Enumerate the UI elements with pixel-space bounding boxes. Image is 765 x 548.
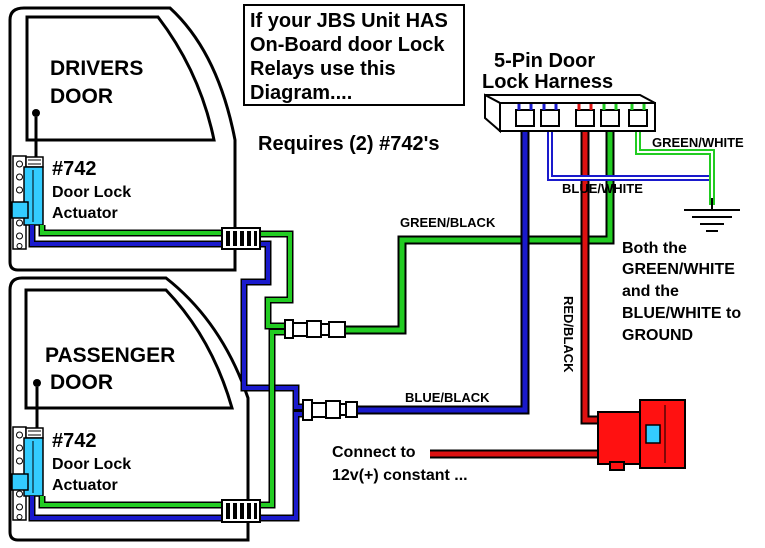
note-line-4: Diagram....: [250, 82, 352, 104]
blue-bullet-connector: [302, 399, 358, 421]
passenger-lock-knob-icon: [33, 379, 41, 387]
fuse-blade-icon: [645, 424, 661, 444]
ground-note-line-3: and the: [622, 283, 679, 300]
passenger-door-window: [24, 288, 234, 410]
drivers-part-number: #742: [52, 158, 97, 180]
label-green-white: GREEN/WHITE: [652, 135, 744, 150]
note-box: If your JBS Unit HAS On-Board door Lock …: [243, 4, 465, 106]
ground-note-line-4: BLUE/WHITE to: [622, 305, 741, 322]
drivers-inline-connector: [221, 227, 261, 250]
note-line-2: On-Board door Lock: [250, 34, 445, 56]
drivers-door: DRIVERS DOOR #742 Door Lock Actuator: [8, 6, 237, 272]
red-black-wire: [582, 130, 600, 423]
ground-note-line-5: GROUND: [622, 327, 693, 344]
label-red-black: RED/BLACK: [561, 296, 576, 373]
passenger-green-run: [260, 330, 288, 507]
ground-icon: [684, 198, 740, 232]
passenger-wire-pair: [28, 496, 222, 522]
drivers-blue-run: [242, 242, 305, 409]
passenger-part-line2: Actuator: [52, 477, 118, 494]
ground-note-line-2: GREEN/WHITE: [622, 261, 735, 278]
passenger-blue-run: [260, 412, 305, 520]
drivers-door-label-line2: DOOR: [50, 85, 113, 108]
blue-black-wire: [355, 130, 528, 413]
passenger-inline-connector: [221, 499, 261, 523]
five-pin-harness: [484, 93, 656, 134]
inline-fuse-holder: [597, 399, 686, 471]
passenger-part-number: #742: [52, 430, 97, 452]
drivers-door-window: [25, 15, 216, 142]
ground-note: Both the GREEN/WHITE and the BLUE/WHITE …: [622, 240, 741, 344]
drivers-lock-knob-icon: [32, 109, 40, 117]
requires-note: Requires (2) #742's: [258, 133, 440, 155]
power-note-line-2: 12v(+) constant ...: [332, 467, 468, 484]
drivers-wire-pair: [28, 225, 225, 248]
label-green-black: GREEN/BLACK: [400, 215, 496, 230]
drivers-door-label-line1: DRIVERS: [50, 57, 143, 80]
passenger-part-line1: Door Lock: [52, 456, 131, 473]
passenger-door-label-line1: PASSENGER: [45, 344, 175, 367]
note-line-3: Relays use this: [250, 58, 396, 80]
drivers-part-line2: Actuator: [52, 205, 118, 222]
passenger-door-label-line2: DOOR: [50, 371, 113, 394]
drivers-green-run: [260, 232, 292, 328]
note-line-1: If your JBS Unit HAS: [250, 10, 448, 32]
label-blue-white: BLUE/WHITE: [562, 181, 643, 196]
green-bullet-connector: [284, 319, 346, 339]
harness-title-line1: 5-Pin Door: [494, 50, 595, 72]
passenger-door: PASSENGER DOOR #742 Door Lock Actuator: [8, 276, 250, 542]
power-note-line-1: Connect to: [332, 444, 416, 461]
label-blue-black: BLUE/BLACK: [405, 390, 490, 405]
power-note: Connect to 12v(+) constant ...: [332, 444, 468, 484]
green-black-wire: [345, 130, 613, 333]
harness-title-line2: Lock Harness: [482, 71, 613, 93]
ground-note-line-1: Both the: [622, 240, 687, 257]
drivers-part-line1: Door Lock: [52, 184, 131, 201]
